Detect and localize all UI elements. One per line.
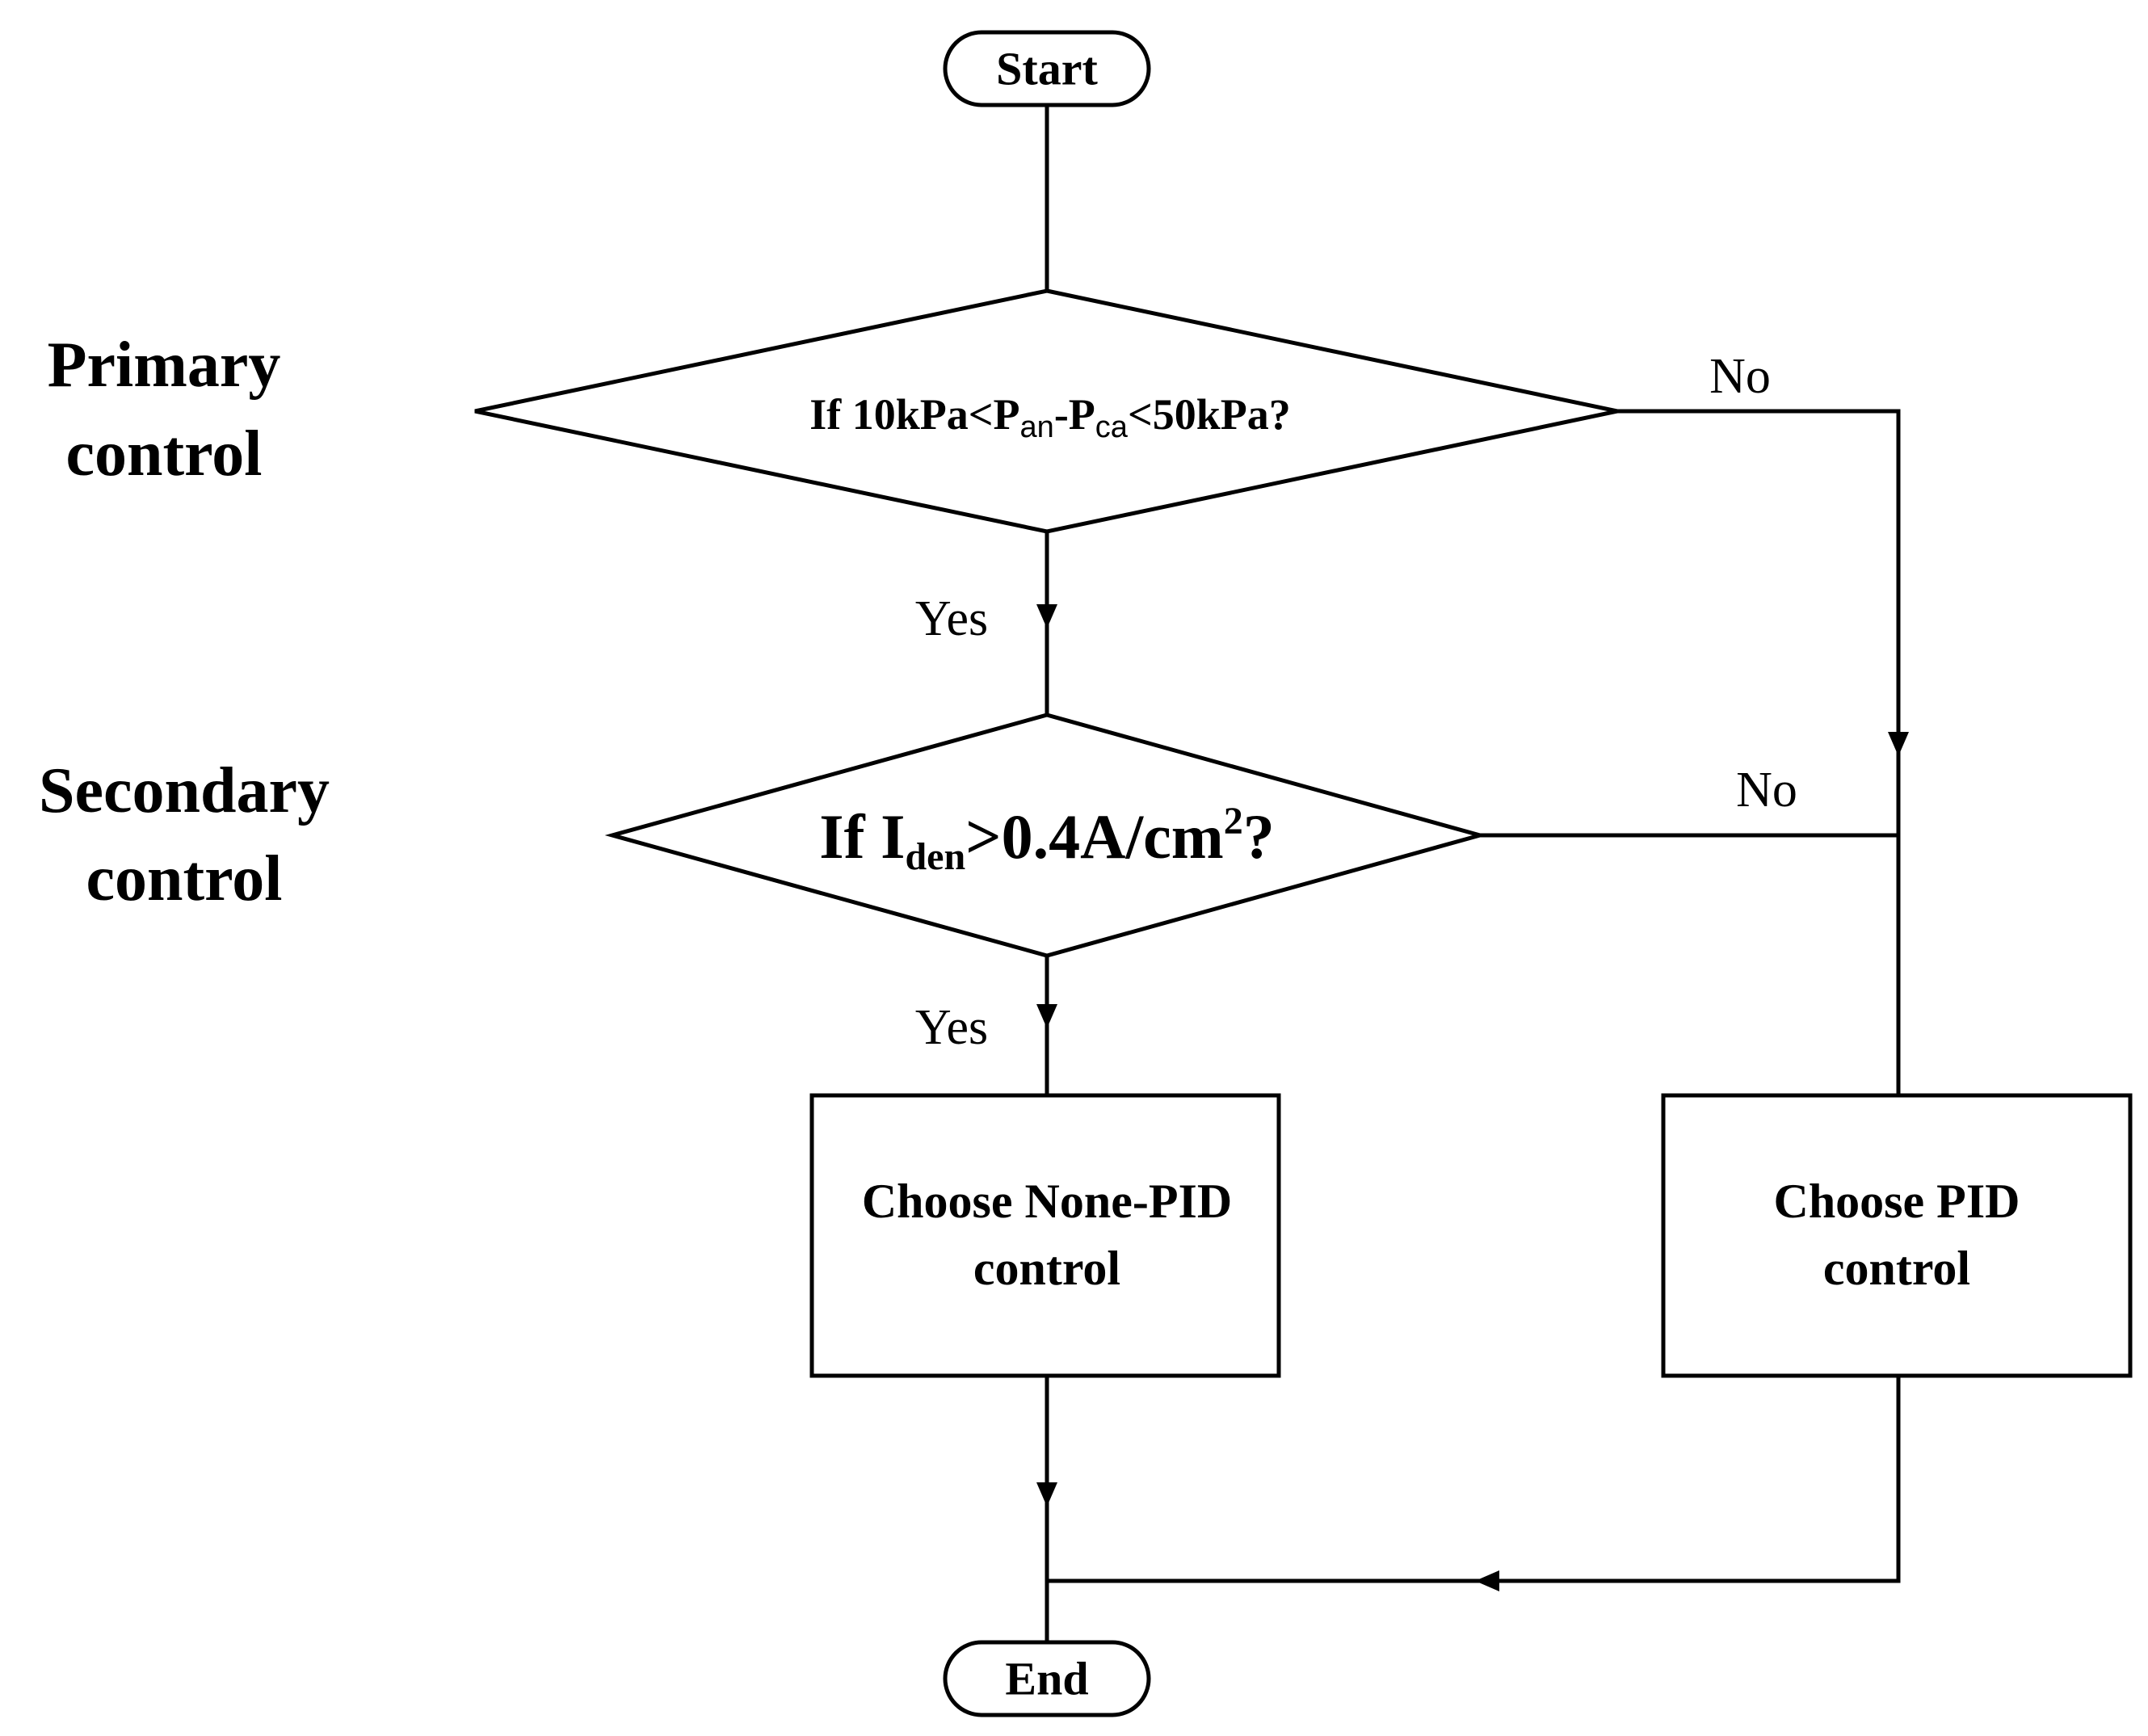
primary-decision-suffix: <50kPa? [1128, 390, 1291, 439]
primary-decision-sub2: ca [1095, 410, 1129, 444]
primary-decision-sub1: an [1020, 410, 1054, 444]
secondary-decision: If Iden>0.4A/cm2? [604, 712, 1488, 958]
secondary-control-label-line2: control [86, 843, 283, 914]
arrowhead-primary-yes [1036, 604, 1057, 628]
secondary-decision-mid: >0.4A/cm [965, 801, 1224, 872]
primary-yes-label: Yes [915, 591, 988, 646]
primary-decision-prefix: If 10kPa<P [809, 390, 1019, 439]
arrowheads [1036, 604, 1909, 1591]
arrowhead-pid-to-end [1475, 1570, 1499, 1591]
end-terminal-shape [943, 1640, 1151, 1717]
arrowhead-primary-no [1888, 732, 1909, 756]
arrowhead-secondary-yes [1036, 1004, 1057, 1028]
primary-control-label-line1: Primary [48, 330, 281, 401]
none-pid-process-box [809, 1093, 1281, 1378]
primary-decision-text: If 10kPa<Pan-Pca<50kPa? [809, 390, 1290, 444]
secondary-yes-label: Yes [915, 1000, 988, 1055]
primary-decision-mid: -P [1054, 390, 1095, 439]
pid-process-box [1661, 1093, 2133, 1378]
branch-labels: Yes No Yes No [915, 349, 1797, 1055]
start-terminal-shape [943, 30, 1151, 107]
connectors [1045, 105, 1901, 1648]
none-pid-process-line1: Choose None-PID [862, 1175, 1232, 1228]
start-terminal: Start [943, 30, 1151, 107]
secondary-no-label: No [1736, 763, 1797, 818]
section-labels: Primary control Secondary control [39, 330, 330, 914]
connector-primary-no-to-pid [1617, 409, 1901, 1095]
arrowhead-none-pid-to-end [1036, 1482, 1057, 1507]
pid-process: Choose PID control [1661, 1093, 2133, 1378]
secondary-decision-shape [604, 712, 1488, 958]
secondary-decision-sup: 2 [1224, 800, 1243, 843]
secondary-decision-sub: den [905, 835, 965, 878]
primary-control-label-line2: control [66, 418, 263, 490]
primary-no-label: No [1709, 349, 1771, 404]
secondary-control-label-line1: Secondary [39, 755, 330, 826]
primary-decision: If 10kPa<Pan-Pca<50kPa? [474, 288, 1618, 534]
start-terminal-label: Start [996, 43, 1098, 95]
none-pid-process: Choose None-PID control [809, 1093, 1281, 1378]
secondary-decision-prefix: If I [819, 801, 905, 872]
primary-decision-shape [474, 288, 1618, 534]
secondary-decision-suffix: ? [1243, 801, 1275, 872]
pid-process-line2: control [1823, 1242, 1970, 1295]
none-pid-process-line2: control [973, 1242, 1120, 1295]
end-terminal: End [943, 1640, 1151, 1717]
end-terminal-label: End [1005, 1653, 1088, 1705]
connector-pid-to-end [1047, 1376, 1901, 1583]
pid-process-line1: Choose PID [1773, 1175, 2020, 1228]
secondary-decision-text: If Iden>0.4A/cm2? [819, 800, 1274, 878]
